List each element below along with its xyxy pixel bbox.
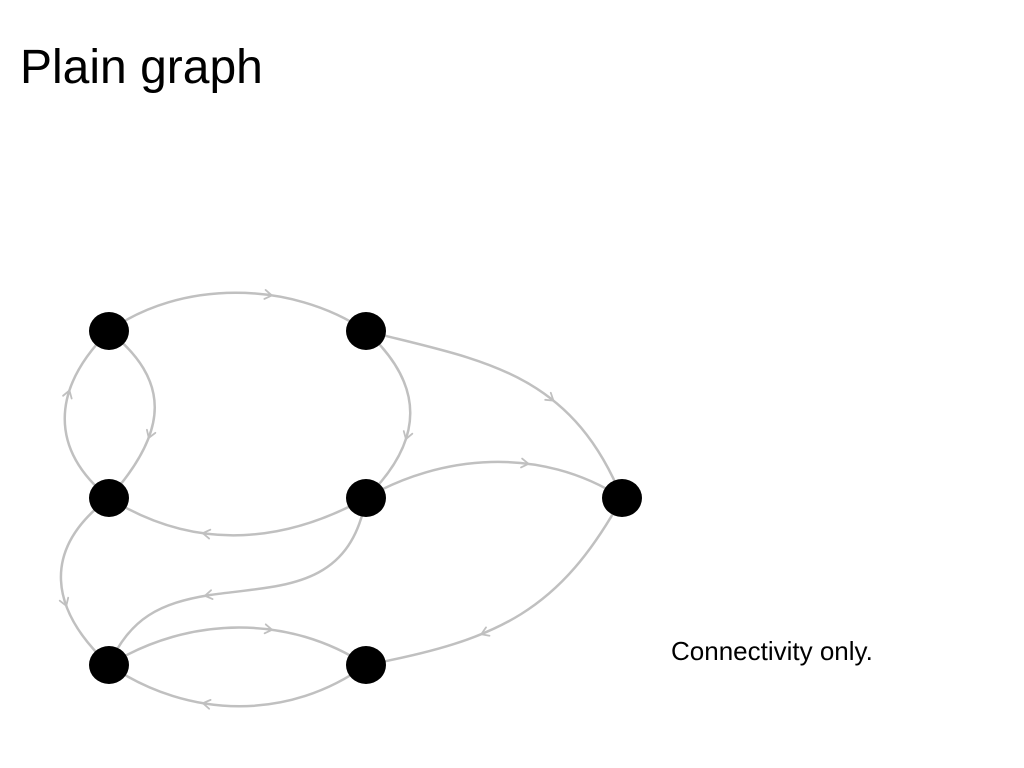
edge-n3-n6 bbox=[59, 496, 111, 667]
edge-n6-n7 bbox=[107, 626, 368, 667]
arrows-layer bbox=[58, 289, 555, 710]
edge-n4-n5 bbox=[364, 460, 624, 500]
edge-n3-n6-arrowhead bbox=[58, 596, 70, 607]
graph-node-n6 bbox=[89, 646, 129, 684]
edge-n1-n3-arrowhead bbox=[146, 428, 157, 439]
edge-n3-n1-arrowhead bbox=[62, 389, 73, 400]
edge-n4-n6 bbox=[107, 496, 368, 667]
graph-node-n1 bbox=[89, 312, 129, 350]
edge-n5-n7-arrowhead bbox=[480, 626, 491, 637]
edge-n5-n7 bbox=[364, 496, 624, 667]
graph-node-n5 bbox=[602, 479, 642, 517]
edge-n4-n6-arrowhead bbox=[204, 589, 214, 601]
edges-layer bbox=[59, 291, 624, 708]
edge-n7-n6 bbox=[107, 663, 368, 708]
edge-n4-n3 bbox=[107, 496, 368, 537]
graph-node-n4 bbox=[346, 479, 386, 517]
graph-node-n2 bbox=[346, 312, 386, 350]
edge-n2-n5-arrowhead bbox=[544, 391, 555, 402]
edge-n1-n2 bbox=[107, 291, 368, 333]
edge-n2-n5 bbox=[364, 329, 624, 500]
graph-node-n7 bbox=[346, 646, 386, 684]
edge-n7-n6-arrowhead bbox=[202, 698, 212, 710]
edge-n6-n7-arrowhead bbox=[263, 623, 274, 635]
edge-n1-n2-arrowhead bbox=[263, 289, 273, 300]
edge-n2-n4 bbox=[364, 329, 412, 500]
edge-n4-n3-arrowhead bbox=[201, 528, 212, 540]
slide-title: Plain graph bbox=[20, 41, 263, 94]
edge-n2-n4-arrowhead bbox=[402, 430, 414, 440]
caption-text: Connectivity only. bbox=[671, 636, 873, 666]
graph-node-n3 bbox=[89, 479, 129, 517]
edge-n4-n5-arrowhead bbox=[520, 457, 530, 469]
edge-n1-n3 bbox=[107, 329, 156, 500]
edge-n3-n1 bbox=[63, 329, 111, 500]
nodes-layer bbox=[89, 312, 642, 684]
